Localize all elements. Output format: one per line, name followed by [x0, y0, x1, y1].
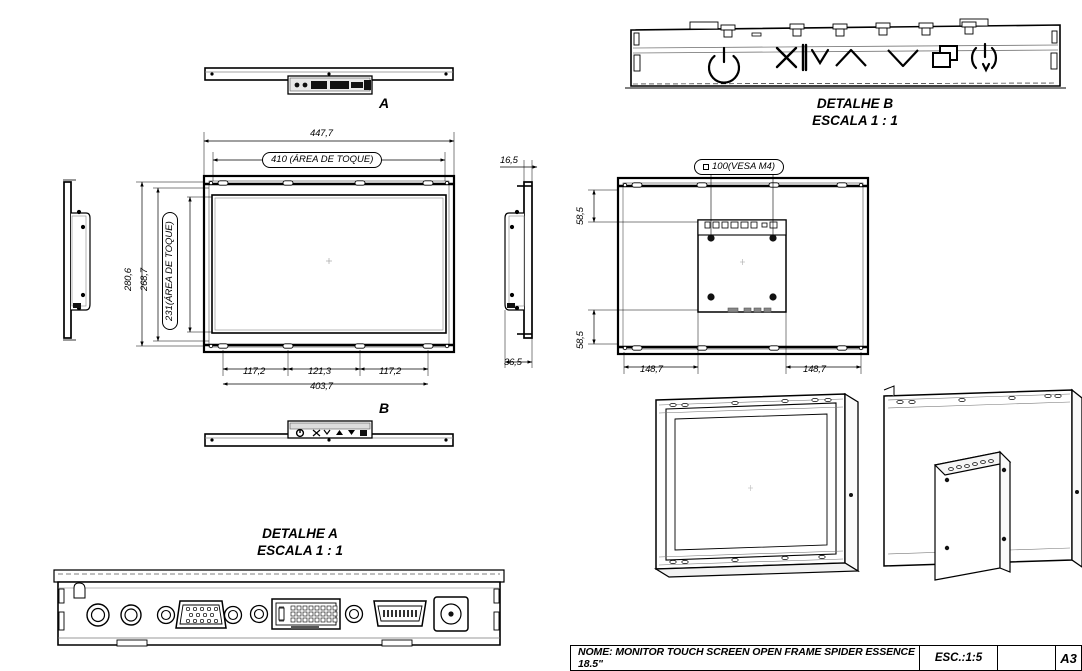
detail-b-title: DETALHE B	[816, 96, 894, 111]
title-block-name: NOME: MONITOR TOUCH SCREEN OPEN FRAME SP…	[578, 646, 915, 670]
power-icon	[707, 46, 741, 84]
dim-hole-pitch-left: 117,2	[243, 366, 266, 377]
vga-port-icon	[156, 600, 243, 629]
bottom-view-callout: B	[379, 400, 390, 416]
dim-hole-pitch-right: 117,2	[379, 366, 402, 377]
down-arrow-icon	[887, 49, 919, 68]
iso-front-view	[653, 392, 861, 578]
detail-a-view	[53, 569, 505, 647]
dim-overall-height: 280,6	[123, 268, 134, 291]
dim-vesa-top-offset: 58,5	[575, 207, 586, 225]
detail-a-title-block: DETALHE A ESCALA 1 : 1	[200, 526, 400, 560]
vesa-callout: 100(VESA M4)	[712, 161, 776, 172]
dim-touch-height-balloon: 231(ÁREA DE TOQUE)	[162, 212, 178, 330]
hdmi-port-icon	[373, 600, 427, 627]
dim-hole-pitch-center: 121,3	[308, 366, 331, 377]
dim-vesa-left-span: 148,7	[640, 364, 663, 375]
detail-a-title: DETALHE A	[262, 526, 338, 541]
front-mount-holes-top	[208, 180, 450, 186]
detail-b-scale: ESCALA 1 : 1	[812, 112, 898, 128]
detail-a-scale: ESCALA 1 : 1	[257, 542, 343, 558]
front-view-outline	[202, 174, 456, 354]
detail-b-view	[625, 18, 1066, 89]
detail-b-title-block: DETALHE B ESCALA 1 : 1	[755, 96, 955, 130]
dim-vesa-right-span: 148,7	[803, 364, 826, 375]
left-side-view	[63, 179, 91, 341]
dim-total-depth: 36,5	[504, 357, 522, 368]
dim-inner-height: 268,7	[139, 268, 150, 291]
right-side-view	[500, 160, 538, 368]
front-mount-holes-bottom	[208, 343, 450, 349]
dim-touch-height: 231(ÁREA DE TOQUE)	[164, 221, 175, 321]
dim-hole-span: 403,7	[310, 381, 333, 392]
dim-touch-width-balloon: 410 (ÁREA DE TOQUE)	[262, 152, 383, 168]
iso-rear-control-box	[933, 450, 1012, 581]
front-view-dimensions	[136, 132, 455, 386]
square-symbol-icon	[703, 163, 709, 170]
top-edge-view	[204, 67, 454, 95]
iso-rear-view	[883, 385, 1082, 581]
rear-vesa-view	[588, 167, 870, 374]
vesa-callout-balloon: 100(VESA M4)	[694, 159, 785, 175]
window-source-icon	[932, 45, 958, 68]
vesa-plate	[697, 219, 787, 313]
title-block-projection	[997, 646, 1055, 670]
bottom-edge-view	[204, 420, 454, 447]
audio-jack-icon	[120, 604, 142, 626]
title-block-scale: ESC.:1:5	[919, 646, 997, 670]
up-arrow-icon	[835, 48, 867, 67]
dim-vesa-bottom-offset: 58,5	[575, 331, 586, 349]
top-view-callout: A	[379, 95, 390, 111]
title-block: NOME: MONITOR TOUCH SCREEN OPEN FRAME SP…	[570, 645, 1082, 671]
auto-adjust-icon	[970, 42, 998, 73]
dim-panel-depth: 16,5	[500, 155, 518, 166]
dim-touch-width: 410 (ÁREA DE TOQUE)	[271, 154, 374, 165]
audio-jack-icon	[86, 603, 110, 627]
dvi-port-icon	[249, 598, 364, 630]
dc-power-jack-icon	[433, 596, 469, 632]
exit-menu-icon	[775, 43, 830, 72]
title-block-sheet-size: A3	[1055, 646, 1081, 670]
dim-overall-width: 447,7	[310, 128, 333, 139]
